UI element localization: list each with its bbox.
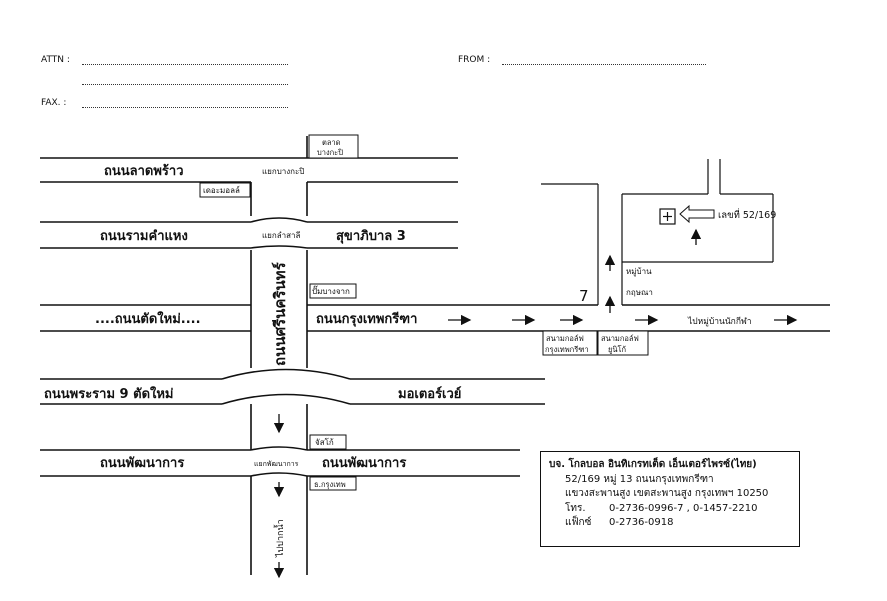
label-market-2: บางกะปิ (317, 148, 343, 157)
label-to-village: ไปหมู่บ้านนักกีฬา (687, 316, 752, 327)
label-road-sukhaphiban3: สุขาภิบาล 3 (336, 229, 406, 244)
direction-arrows (273, 228, 798, 579)
ramkhamhaeng-road-lines (40, 217, 458, 249)
gas-box (309, 283, 357, 299)
label-house-no: เลขที่ 52/169 (718, 208, 776, 221)
golf1-box (542, 330, 598, 356)
detail-map-lines (541, 159, 774, 305)
tel-value: 0-2736-0996-7 , 0-1457-2210 (609, 502, 758, 514)
attn-line (82, 64, 288, 65)
label-village-a: หมู่บ้าน (626, 267, 652, 277)
label-road-rama9: ถนนพระราม 9 ตัดใหม่ (44, 385, 174, 402)
fax-row: แฟ็กซ์ 0-2736-0918 (549, 516, 791, 531)
label-market: ตลาด (322, 138, 341, 147)
label-road-motorway: มอเตอร์เวย์ (398, 386, 461, 402)
ladprao-road-lines (40, 136, 458, 183)
label-golf2-a: สนามกอล์ฟ (601, 334, 639, 343)
label-road-ladprao: ถนนลาดพร้าว (104, 163, 184, 179)
address-line-2: แขวงสะพานสูง เขตสะพานสูง กรุงเทพฯ 10250 (565, 488, 769, 499)
rama9-road-lines (40, 368, 545, 405)
from-label: FROM : (458, 55, 491, 65)
label-golf1-b: กรุงเทพกรีฑา (545, 345, 589, 354)
tel-row: โทร. 0-2736-0996-7 , 0-1457-2210 (549, 502, 791, 517)
market-box (308, 134, 359, 159)
golf2-box (597, 330, 649, 356)
srinakarin-road-lines (250, 182, 308, 575)
label-bank: ธ.กรุงเทพ (314, 480, 346, 489)
label-road-phatthanakan-left: ถนนพัฒนาการ (100, 456, 184, 471)
label-junc-lamsali: แยกลำสาลี (262, 231, 300, 240)
fax-value: 0-2736-0918 (609, 517, 674, 528)
jusco-box (309, 434, 347, 450)
fax-line (82, 107, 288, 108)
label-jusco: จัสโก้ (315, 437, 334, 447)
label-to-paknam: ไปปากน้ำ (273, 519, 286, 558)
attn-line-2 (82, 84, 288, 85)
attn-label: ATTN : (41, 55, 70, 65)
from-line (502, 64, 706, 65)
phatthanakan-road-lines (40, 446, 520, 477)
label-golf2-b: ยูนิโก้ (608, 345, 626, 354)
address-line-1: 52/169 หมู่ 13 ถนนกรุงเทพกรีฑา (565, 473, 714, 485)
fax-label: FAX. : (41, 98, 67, 108)
label-road-krungthep-kreetha: ถนนกรุงเทพกรีฑา (316, 311, 417, 327)
label-road-srinakarin: ถนนศรีนครินทร์ (271, 261, 289, 366)
label-junc-bangkapi: แยกบางกะปิ (262, 167, 304, 176)
tel-label: โทร. (565, 502, 586, 514)
label-golf1-a: สนามกอล์ฟ (546, 334, 584, 343)
label-gas: ปั๊มบางจาก (312, 285, 350, 296)
label-village-b: กฤษณา (626, 288, 653, 297)
label-junc-phatthanakan: แยกพัฒนาการ (254, 460, 299, 468)
label-road-new-cut: ....ถนนตัดใหม่.... (95, 310, 201, 327)
bank-box (309, 476, 357, 491)
mall-box (199, 182, 251, 198)
company-name: บจ. โกลบอล อินทิเกรทเต็ด เอ็นเตอร์ไพรซ์(… (549, 459, 757, 470)
fax-label-address: แฟ็กซ์ (565, 517, 592, 528)
label-mall: เดอะมอลล์ (203, 185, 240, 195)
address-box: บจ. โกลบอล อินทิเกรทเต็ด เอ็นเตอร์ไพรซ์(… (540, 451, 800, 547)
label-road-phatthanakan-right: ถนนพัฒนาการ (322, 456, 406, 471)
label-road-ramkhamhaeng: ถนนรามคำแหง (100, 228, 188, 244)
label-soi-mark: 7 (579, 287, 589, 305)
